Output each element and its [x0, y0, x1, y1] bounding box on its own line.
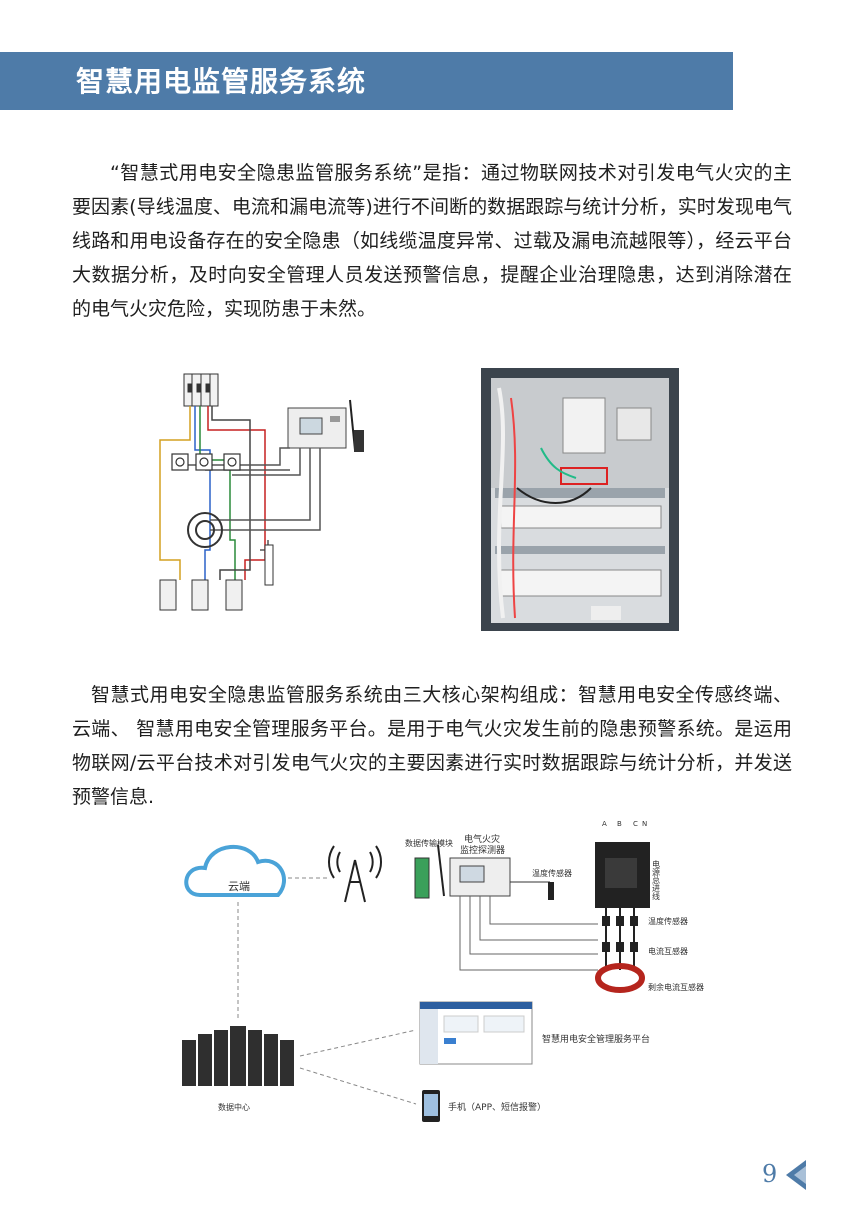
svg-text:N: N [642, 820, 647, 828]
temp-sensor-top-label: 温度传感器 [532, 868, 572, 878]
branch-breakers [159, 579, 243, 611]
power-bus-label: 电源总进线 [652, 859, 661, 900]
title-bar [0, 52, 733, 110]
temp-sensor-label: 温度传感器 [648, 916, 688, 926]
transmission-module-label: 数据传输模块 [405, 838, 453, 848]
phone-icon [422, 1090, 440, 1122]
svg-text:B: B [617, 820, 622, 828]
ct-label: 电流互感器 [648, 946, 688, 956]
svg-text:A: A [602, 820, 607, 828]
platform-screen [419, 1001, 533, 1065]
architecture-diagram: 云端 数据传输模块 电气火灾 监控探测器 温度传感器 A B C N 电源总进线… [182, 820, 704, 1122]
svg-text:C: C [633, 820, 638, 828]
server-rack-icon [182, 1026, 294, 1086]
main-breaker [183, 373, 219, 407]
data-center-label: 数据中心 [218, 1102, 250, 1112]
cloud-label: 云端 [228, 880, 250, 893]
page-title: 智慧用电监管服务系统 [76, 65, 367, 98]
terminal-strip [264, 544, 274, 586]
residual-ct [187, 512, 223, 548]
intro-paragraph: “智慧式用电安全隐患监管服务系统”是指：通过物联网技术对引发电气火灾的主要因素(… [72, 162, 792, 320]
residual-ct-label: 剩余电流互感器 [648, 982, 704, 992]
cloud-icon [184, 845, 286, 897]
transmission-module [414, 857, 430, 899]
page-number: 9 [762, 1160, 778, 1188]
detector-label-1: 电气火灾 [464, 833, 500, 845]
wiring-schematic [159, 373, 364, 611]
detector-label-2: 监控探测器 [460, 844, 505, 856]
phase-labels: A B C N [602, 820, 647, 828]
page-arrow-icon [786, 1160, 806, 1190]
detector-device [437, 844, 511, 897]
current-clamps [171, 453, 241, 471]
platform-label: 智慧用电安全管理服务平台 [542, 1033, 650, 1045]
cabinet-photo [481, 368, 679, 631]
monitor-device [287, 399, 364, 452]
antenna-tower-icon [327, 845, 383, 903]
residual-ct-ring [595, 963, 645, 993]
architecture-paragraph: 智慧式用电安全隐患监管服务系统由三大核心架构组成：智慧用电安全传感终端、云端、 … [72, 684, 792, 808]
phone-label: 手机（APP、短信报警） [448, 1101, 546, 1113]
